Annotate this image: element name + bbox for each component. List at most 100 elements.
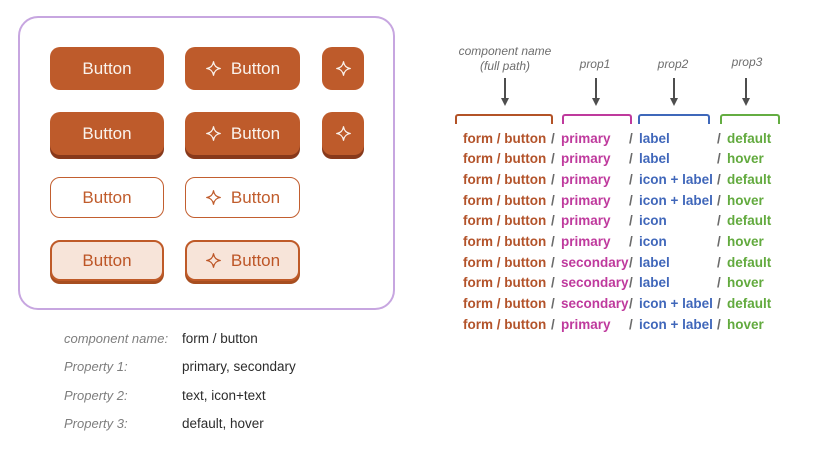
path-separator: / bbox=[551, 316, 555, 332]
spec-value: default, hover bbox=[182, 416, 264, 431]
down-arrow-icon bbox=[673, 78, 675, 98]
path-separator: / bbox=[629, 130, 633, 146]
prop1-value: primary bbox=[561, 213, 611, 229]
prop2-value: label bbox=[639, 254, 670, 270]
spec-label: Property 2: bbox=[64, 388, 128, 403]
path-separator: / bbox=[629, 151, 633, 167]
button-primary-icon-hover[interactable] bbox=[322, 112, 364, 155]
prop2-value: label bbox=[639, 151, 670, 167]
prop2-value: label bbox=[639, 130, 670, 146]
annotation-prop2: prop2 bbox=[657, 57, 689, 71]
spec-label: Property 3: bbox=[64, 416, 128, 431]
path-separator: / bbox=[551, 275, 555, 291]
button-primary-icon-label-default[interactable]: Button bbox=[185, 47, 300, 90]
annotation-line: component name bbox=[458, 44, 552, 58]
component-path: form / button bbox=[463, 172, 547, 188]
sparkle-icon bbox=[335, 125, 352, 142]
prop1-value: primary bbox=[561, 172, 611, 188]
button-label: Button bbox=[82, 250, 132, 270]
path-separator: / bbox=[717, 130, 721, 146]
annotation-line: (full path) bbox=[479, 59, 531, 73]
button-secondary-icon-label-hover[interactable]: Button bbox=[185, 240, 300, 281]
variant-row: form / button / primary / icon / hover bbox=[463, 231, 771, 252]
prop1-value: primary bbox=[561, 192, 611, 208]
path-separator: / bbox=[629, 172, 633, 188]
path-separator: / bbox=[629, 234, 633, 250]
path-separator: / bbox=[551, 172, 555, 188]
variant-row: form / button / primary / icon / default bbox=[463, 211, 771, 232]
path-separator: / bbox=[551, 213, 555, 229]
path-separator: / bbox=[629, 192, 633, 208]
component-path: form / button bbox=[463, 234, 547, 250]
prop2-value: icon + label bbox=[639, 295, 713, 311]
button-secondary-label-hover[interactable]: Button bbox=[50, 240, 164, 281]
button-secondary-label-default[interactable]: Button bbox=[50, 177, 164, 218]
prop2-value: icon + label bbox=[639, 192, 713, 208]
prop1-value: secondary bbox=[561, 275, 629, 291]
variant-row: form / button / secondary / label / hove… bbox=[463, 272, 771, 293]
button-label: Button bbox=[82, 58, 132, 78]
button-label: Button bbox=[230, 58, 281, 78]
prop1-value: secondary bbox=[561, 254, 629, 270]
path-separator: / bbox=[629, 316, 633, 332]
sparkle-icon bbox=[205, 60, 222, 77]
annotation-prop3: prop3 bbox=[731, 55, 763, 69]
button-label: Button bbox=[82, 187, 132, 207]
prop3-value: hover bbox=[727, 192, 764, 208]
bracket-component-name bbox=[455, 114, 553, 124]
button-secondary-icon-label-default[interactable]: Button bbox=[185, 177, 300, 218]
button-primary-icon-default[interactable] bbox=[322, 47, 364, 90]
spec-label: component name: bbox=[64, 331, 169, 346]
prop1-value: primary bbox=[561, 130, 611, 146]
prop1-value: secondary bbox=[561, 295, 629, 311]
path-separator: / bbox=[717, 192, 721, 208]
annotation-prop1: prop1 bbox=[579, 57, 611, 71]
variant-row: form / button / primary / icon + label /… bbox=[463, 190, 771, 211]
path-separator: / bbox=[551, 234, 555, 250]
path-separator: / bbox=[717, 234, 721, 250]
path-separator: / bbox=[629, 275, 633, 291]
component-path: form / button bbox=[463, 192, 547, 208]
prop2-value: icon bbox=[639, 234, 667, 250]
prop3-value: default bbox=[727, 295, 772, 311]
path-separator: / bbox=[717, 254, 721, 270]
button-primary-icon-label-hover[interactable]: Button bbox=[185, 112, 300, 155]
button-primary-label-default[interactable]: Button bbox=[50, 47, 164, 90]
bracket-prop3 bbox=[720, 114, 780, 124]
prop2-value: icon + label bbox=[639, 172, 713, 188]
variant-row: form / button / secondary / label / defa… bbox=[463, 252, 771, 273]
button-label: Button bbox=[230, 187, 281, 207]
button-primary-label-hover[interactable]: Button bbox=[50, 112, 164, 155]
bracket-prop1 bbox=[562, 114, 632, 124]
bracket-prop2 bbox=[638, 114, 710, 124]
path-separator: / bbox=[551, 130, 555, 146]
path-separator: / bbox=[717, 213, 721, 229]
prop3-value: default bbox=[727, 254, 772, 270]
annotation-component-name: component name (full path) bbox=[443, 44, 567, 74]
spec-row-property-2: Property 2: text, icon+text bbox=[64, 388, 266, 403]
sparkle-icon bbox=[205, 189, 222, 206]
button-label: Button bbox=[82, 123, 132, 143]
component-path: form / button bbox=[463, 213, 547, 229]
component-path: form / button bbox=[463, 275, 547, 291]
spec-value: form / button bbox=[182, 331, 258, 346]
component-path: form / button bbox=[463, 130, 547, 146]
spec-row-property-1: Property 1: primary, secondary bbox=[64, 359, 296, 374]
prop2-value: icon + label bbox=[639, 316, 713, 332]
variant-row: form / button / primary / icon + label /… bbox=[463, 314, 771, 335]
prop3-value: default bbox=[727, 130, 772, 146]
path-separator: / bbox=[629, 254, 633, 270]
path-separator: / bbox=[717, 275, 721, 291]
path-separator: / bbox=[551, 192, 555, 208]
variant-row: form / button / primary / label / defaul… bbox=[463, 128, 771, 149]
prop1-value: primary bbox=[561, 234, 611, 250]
spec-row-component-name: component name: form / button bbox=[64, 331, 258, 346]
prop1-value: primary bbox=[561, 151, 611, 167]
component-path: form / button bbox=[463, 295, 547, 311]
path-separator: / bbox=[717, 151, 721, 167]
button-label: Button bbox=[230, 123, 281, 143]
variant-name-list: form / button / primary / label / defaul… bbox=[463, 128, 771, 334]
prop3-value: hover bbox=[727, 316, 764, 332]
component-path: form / button bbox=[463, 254, 547, 270]
